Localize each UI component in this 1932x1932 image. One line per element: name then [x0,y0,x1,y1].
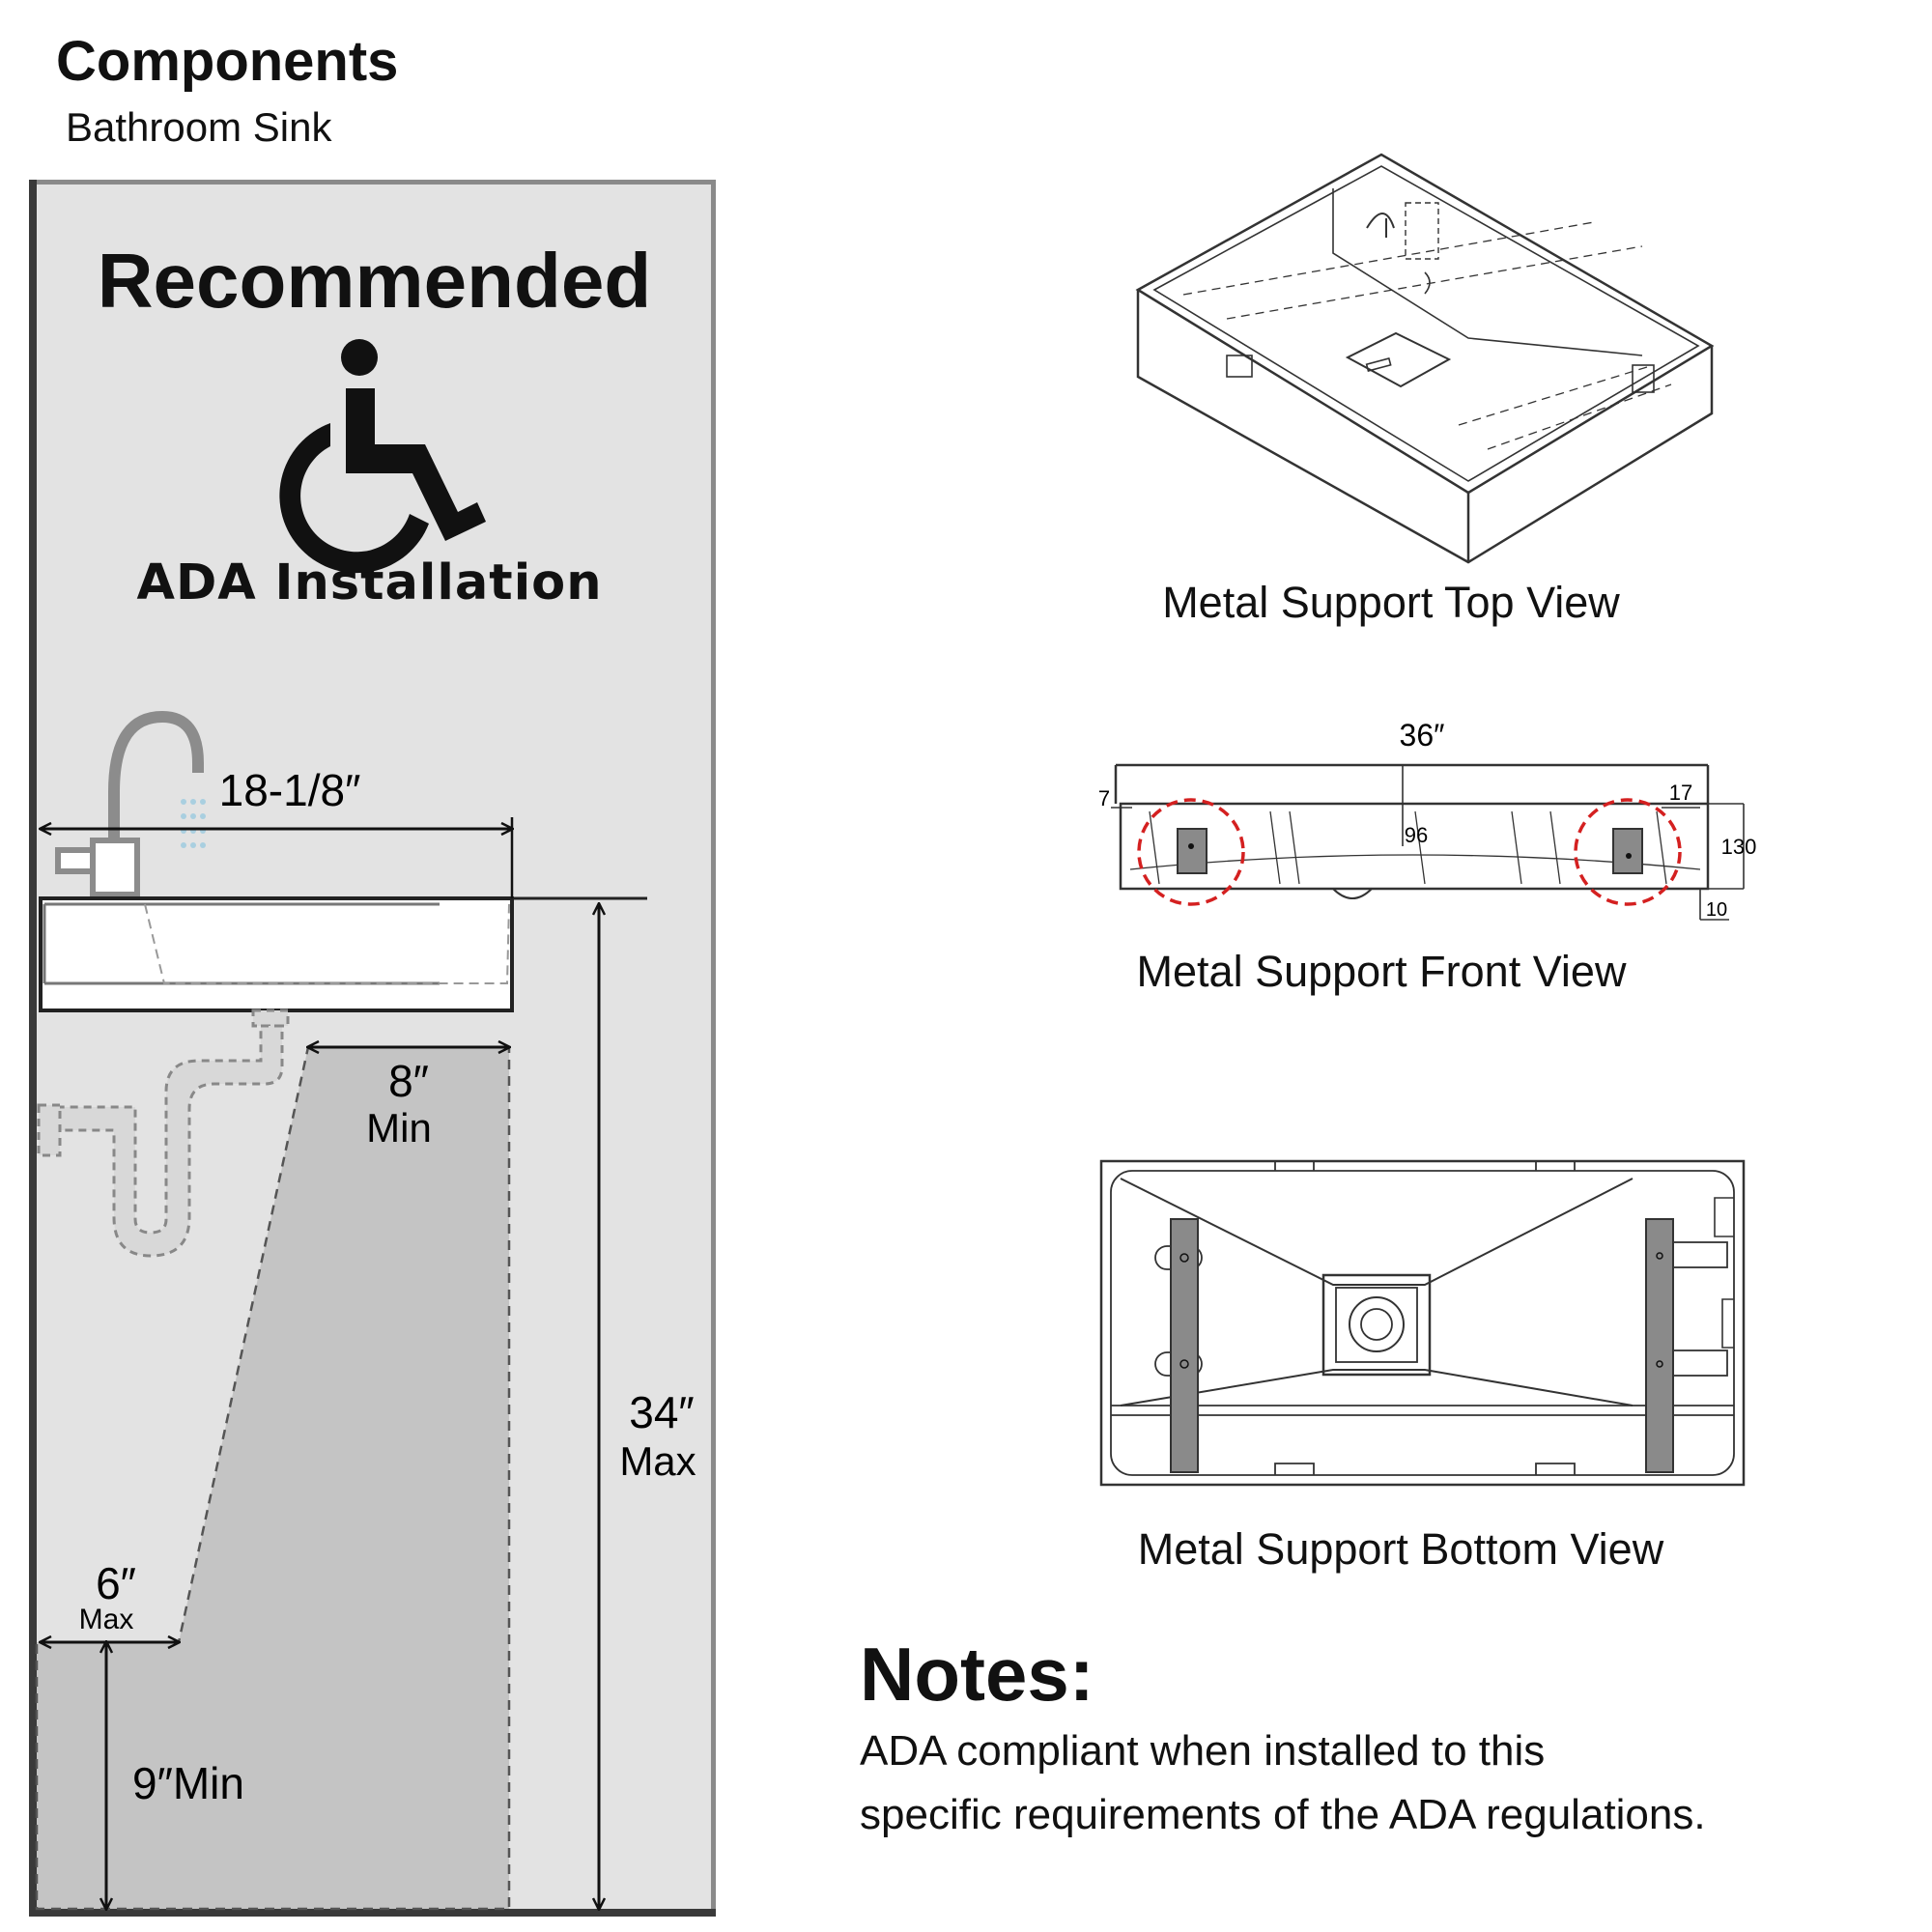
faucet-base [90,838,140,897]
highlight-circle-right [1574,798,1682,906]
metal-support-top-view-drawing [1135,153,1715,564]
rail-screw [1179,1359,1189,1369]
knee-clearance-note: Min [366,1105,432,1151]
wall-line [29,180,37,1916]
top-view-caption: Metal Support Top View [1162,578,1620,627]
notes-title: Notes: [860,1632,1094,1717]
sink-basin-side [144,903,510,984]
metal-support-front-view-drawing [1111,763,1745,921]
toe-depth-value: 6″ [96,1558,136,1608]
faucet [108,710,204,895]
water-drops [181,799,206,848]
bottom-view-rail-left [1170,1218,1199,1473]
bracket-screw [1626,853,1632,859]
recommended-heading: Recommended [97,238,652,324]
bracket-screw [1188,843,1194,849]
page-title: Components [56,30,399,93]
rail-screw [1179,1253,1189,1263]
front-dim-7: 7 [1098,786,1110,810]
metal-support-bottom-view-drawing [1099,1159,1746,1487]
front-width-label: 36″ [1400,718,1445,753]
front-dim-96: 96 [1405,823,1428,847]
front-dim-17: 17 [1669,781,1692,805]
sink-depth-label: 18-1/8″ [219,765,361,815]
wheelchair-accessibility-icon [279,339,486,574]
p-trap-pipe [37,1009,290,1258]
page-subtitle: Bathroom Sink [66,104,332,150]
front-dim-10: 10 [1706,899,1727,921]
toe-height-label: 9″Min [132,1758,244,1808]
front-view-bracket-right [1612,828,1643,874]
rail-screw [1656,1252,1663,1260]
toe-depth-note: Max [79,1604,134,1635]
bottom-view-caption: Metal Support Bottom View [1137,1524,1664,1574]
highlight-circle-left [1137,798,1245,906]
front-view-caption: Metal Support Front View [1136,947,1627,996]
bottom-view-rail-right [1645,1218,1674,1473]
notes-text-line: specific requirements of the ADA regulat… [860,1791,1706,1838]
rail-screw [1656,1360,1663,1368]
notes-text-line: ADA compliant when installed to this [860,1727,1546,1775]
sink-body [39,896,514,1012]
height-value: 34″ [629,1387,694,1437]
floor-line [29,1909,716,1917]
height-note: Max [619,1438,696,1484]
knee-clearance-value: 8″ [388,1056,429,1106]
front-dim-130: 130 [1721,835,1757,859]
front-view-bracket-left [1177,828,1208,874]
